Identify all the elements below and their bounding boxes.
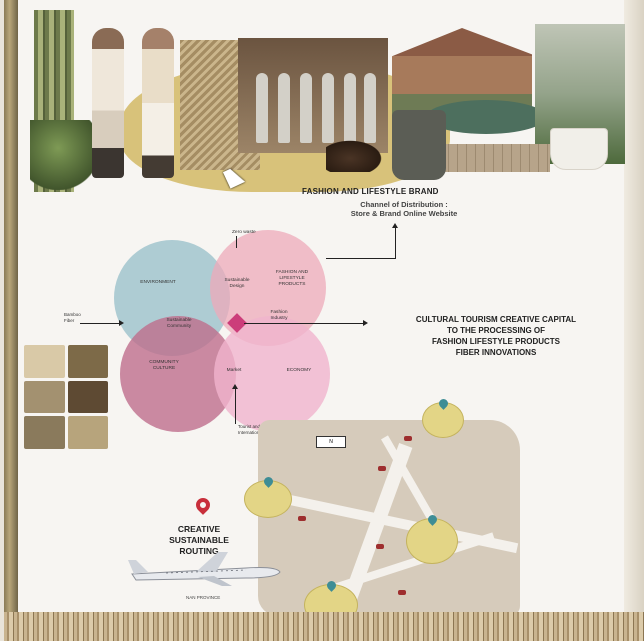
moodboard: FASHION AND LIFESTYLE BRAND Channel of D… xyxy=(4,0,644,641)
right-edge xyxy=(624,0,644,641)
bag-photo xyxy=(392,110,446,180)
deck-photo xyxy=(440,144,550,172)
runway-photo xyxy=(238,38,388,153)
province-label: NAN PROVINCE xyxy=(186,595,221,600)
bamboo-fiber-line xyxy=(80,323,120,324)
route-stop[interactable] xyxy=(422,397,464,438)
connector-line xyxy=(395,228,396,259)
brand-title: FASHION AND LIFESTYLE BRAND xyxy=(302,187,439,196)
cultural-line-4: FIBER INNOVATIONS xyxy=(455,348,537,357)
fiber-swatch xyxy=(24,345,65,378)
arrow-up-icon xyxy=(232,384,238,389)
fashion-collage xyxy=(30,10,626,192)
fiber-swatch xyxy=(24,416,65,449)
to-cultural-line xyxy=(244,323,364,324)
route-stop[interactable] xyxy=(244,475,292,518)
zero-waste-line xyxy=(236,236,237,248)
model-photo-2 xyxy=(142,28,174,178)
label-economy: ECONOMY xyxy=(286,368,312,373)
fiber-swatches xyxy=(24,345,108,449)
cultural-line-1: CULTURAL TOURISM CREATIVE CAPITAL xyxy=(415,315,577,324)
route-map xyxy=(258,420,520,617)
brand-channel: Channel of Distribution : Store & Brand … xyxy=(324,200,484,218)
routing-heading: CREATIVE SUSTAINABLE ROUTING xyxy=(154,524,244,557)
routing-line-2: SUSTAINABLE xyxy=(169,535,229,545)
fiber-swatch xyxy=(67,416,108,449)
label-market: Market xyxy=(226,368,242,373)
road-sign: N xyxy=(316,436,346,448)
channel-line-2: Store & Brand Online Website xyxy=(350,209,458,218)
cultural-line-2: TO THE PROCESSING OF xyxy=(446,326,546,335)
tote-bag-photo xyxy=(550,128,608,170)
label-environment: ENVIRONMENT xyxy=(140,280,176,285)
car-icon xyxy=(376,544,384,549)
pool-photo xyxy=(426,100,546,134)
bamboo-bottom-strip xyxy=(4,612,644,641)
arrow-up-icon xyxy=(392,223,398,228)
economy-circle xyxy=(214,316,330,432)
fiber-swatch xyxy=(67,345,108,378)
label-zero-waste: Zero waste xyxy=(232,230,256,235)
shoes-photo xyxy=(326,138,386,172)
bamboo-edge-strip xyxy=(4,0,18,641)
fiber-swatch xyxy=(24,380,65,414)
model-photo-1 xyxy=(92,28,124,178)
car-icon xyxy=(398,590,406,595)
connector-line xyxy=(326,258,396,259)
location-pin-icon xyxy=(193,495,213,515)
car-icon xyxy=(298,516,306,521)
location-pin-icon xyxy=(436,397,450,410)
cultural-line-3: FASHION LIFESTYLE PRODUCTS xyxy=(431,337,560,346)
arrow-right-icon xyxy=(119,320,124,326)
fiber-swatch xyxy=(67,380,108,414)
route-stop[interactable] xyxy=(406,513,458,564)
arrow-right-icon xyxy=(363,320,368,326)
cultural-heading: CULTURAL TOURISM CREATIVE CAPITAL TO THE… xyxy=(376,314,616,358)
airplane-icon xyxy=(128,552,281,586)
car-icon xyxy=(404,436,412,441)
tourist-line xyxy=(235,388,236,424)
routing-line-3: ROUTING xyxy=(179,546,219,556)
leaves-photo xyxy=(30,120,100,190)
car-icon xyxy=(378,466,386,471)
channel-line-1: Channel of Distribution : xyxy=(360,200,448,209)
routing-line-1: CREATIVE xyxy=(177,524,221,534)
